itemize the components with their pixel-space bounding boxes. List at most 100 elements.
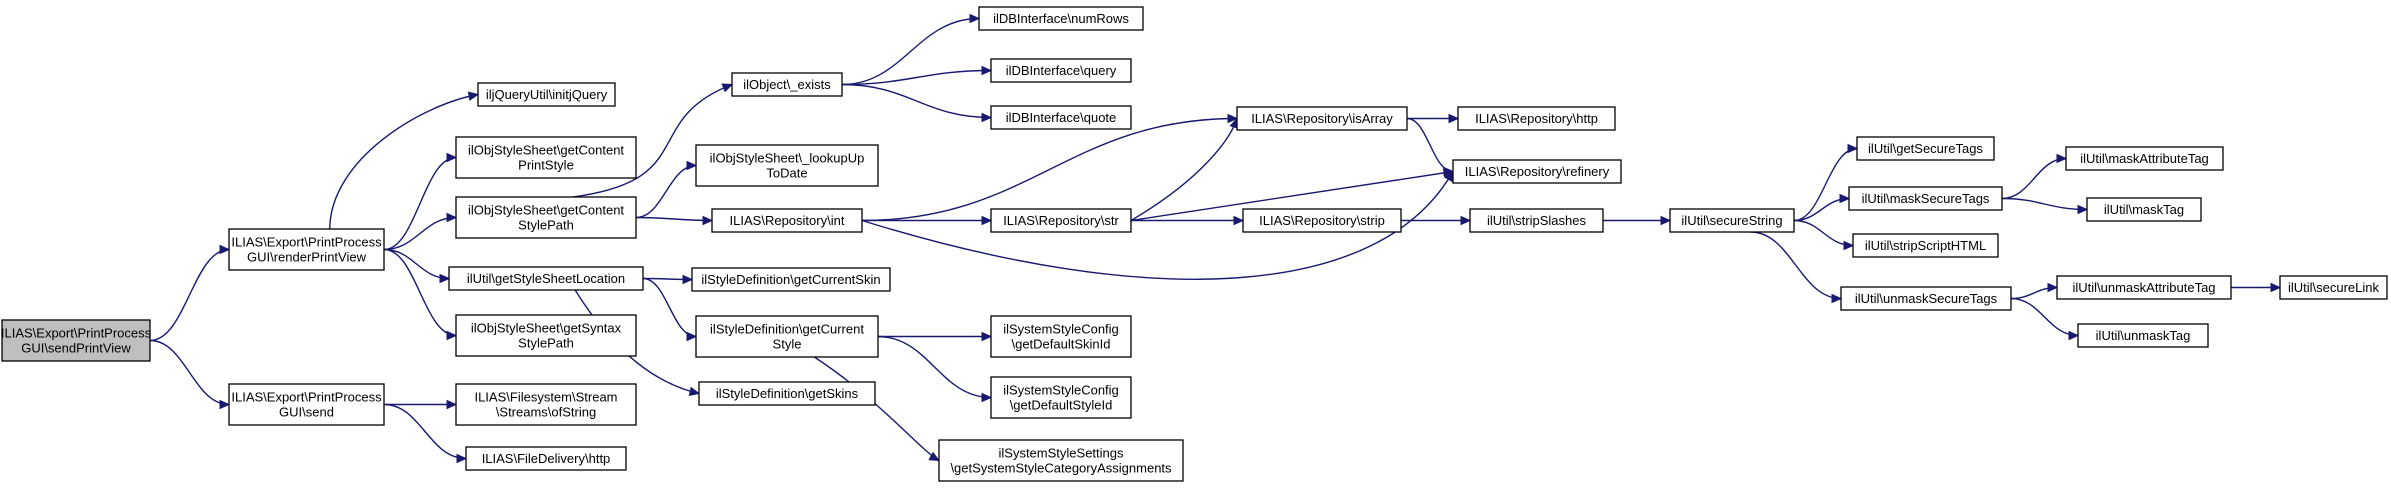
arrowhead — [467, 91, 480, 101]
node-label: ILIAS\Repository\strip — [1259, 213, 1385, 228]
node-label: ILIAS\FileDelivery\http — [482, 451, 611, 466]
node-box — [2065, 146, 2224, 171]
node-label: ilUtil\maskAttributeTag — [2080, 151, 2209, 166]
node-label: ilObjStyleSheet\getContent — [468, 143, 624, 158]
node-label: GUI\send — [279, 405, 334, 420]
node-repo-strip[interactable]: ILIAS\Repository\strip — [1242, 208, 1402, 233]
node-strip-slashes[interactable]: ilUtil\stripSlashes — [1469, 208, 1604, 233]
edge-repoStrip-to-stripSlashes — [1401, 215, 1472, 226]
arrowhead — [2270, 282, 2282, 293]
node-get-style-sheet-location[interactable]: ilUtil\getStyleSheetLocation — [448, 266, 644, 291]
node-quote[interactable]: ilDBInterface\quote — [990, 105, 1132, 130]
arrowhead — [1448, 113, 1460, 124]
node-repo-http[interactable]: ILIAS\Repository\http — [1457, 106, 1616, 131]
node-render-print-view[interactable]: ILIAS\Export\PrintProcessGUI\renderPrint… — [228, 228, 385, 271]
edge-line — [2001, 197, 2088, 211]
node-get-secure-tags[interactable]: ilUtil\getSecureTags — [1856, 136, 1995, 161]
node-label: \getDefaultStyleId — [1010, 398, 1113, 413]
edge-line — [1750, 231, 1842, 300]
edge-maskSecureTags-to-maskAttributeTag — [2001, 153, 2068, 200]
node-secure-string[interactable]: ilUtil\secureString — [1669, 208, 1795, 233]
node-label: Style — [773, 337, 802, 352]
node-exists[interactable]: ilObject\_exists — [731, 72, 843, 97]
node-box — [938, 439, 1184, 482]
edge-line — [2001, 157, 2067, 200]
node-query[interactable]: ilDBInterface\query — [990, 58, 1132, 83]
edge-line — [329, 93, 479, 230]
node-label: ilObjStyleSheet\_lookupUp — [710, 151, 865, 166]
node-get-default-style-id[interactable]: ilSystemStyleConfig\getDefaultStyleId — [990, 376, 1132, 419]
node-label: GUI\sendPrintView — [21, 341, 131, 356]
node-initj-query[interactable]: iljQueryUtil\initjQuery — [477, 82, 616, 107]
node-unmask-secure-tags[interactable]: ilUtil\unmaskSecureTags — [1840, 286, 2012, 311]
node-of-string[interactable]: ILIAS\Filesystem\Stream\Streams\ofString — [455, 383, 637, 426]
node-label: StylePath — [518, 218, 574, 233]
node-refinery[interactable]: ILIAS\Repository\refinery — [1452, 159, 1622, 184]
node-mask-tag[interactable]: ilUtil\maskTag — [2086, 197, 2202, 222]
node-label: ilDBInterface\query — [1006, 63, 1117, 78]
edge-line — [642, 277, 697, 338]
arrowhead — [1843, 240, 1855, 251]
edge-unmaskSecureTags-to-unmaskTag — [2010, 297, 2080, 341]
node-label: ilStyleDefinition\getCurrent — [710, 322, 864, 337]
edge-secureString-to-getSecureTags — [1793, 143, 1859, 222]
node-label: ilUtil\unmaskAttributeTag — [2072, 280, 2215, 295]
edge-line — [383, 216, 457, 251]
node-label: ilSystemStyleSettings — [999, 446, 1124, 461]
node-box — [228, 228, 385, 271]
node-repo-int[interactable]: ILIAS\Repository\int — [711, 208, 863, 233]
node-secure-link[interactable]: ilUtil\secureLink — [2279, 275, 2388, 300]
node-label: ILIAS\Export\PrintProcess — [1, 326, 152, 341]
arrowhead — [446, 152, 458, 163]
node-mask-attribute-tag[interactable]: ilUtil\maskAttributeTag — [2065, 146, 2224, 171]
edge-line — [1793, 147, 1858, 222]
node-unmask-tag[interactable]: ilUtil\unmaskTag — [2077, 323, 2209, 348]
node-get-system-style-category-assignments[interactable]: ilSystemStyleSettings\getSystemStyleCate… — [938, 439, 1184, 482]
node-label: ilUtil\stripScriptHTML — [1865, 238, 1986, 253]
node-get-current-skin[interactable]: ilStyleDefinition\getCurrentSkin — [691, 267, 891, 292]
node-repo-str[interactable]: ILIAS\Repository\str — [990, 208, 1132, 233]
edge-line — [383, 248, 450, 280]
edge-line — [841, 69, 992, 86]
arrowhead — [1839, 193, 1851, 204]
arrowhead — [682, 274, 694, 285]
node-send-print-view[interactable]: ILIAS\Export\PrintProcessGUI\sendPrintVi… — [1, 319, 152, 362]
edge-send-to-ofString — [384, 399, 458, 410]
edge-exists-to-numRows — [841, 13, 981, 86]
edge-line — [813, 356, 940, 462]
node-box — [2056, 275, 2232, 300]
node-label: ilDBInterface\numRows — [993, 11, 1129, 26]
arrowhead — [981, 112, 993, 123]
node-box — [691, 267, 891, 292]
node-unmask-attribute-tag[interactable]: ilUtil\unmaskAttributeTag — [2056, 275, 2232, 300]
node-strip-script-h-t-m-l[interactable]: ilUtil\stripScriptHTML — [1852, 233, 1999, 258]
node-label: ilUtil\getStyleSheetLocation — [467, 271, 625, 286]
edge-secureString-to-unmaskSecureTags — [1750, 231, 1843, 304]
node-label: ILIAS\Filesystem\Stream — [474, 390, 617, 405]
edge-line — [1130, 170, 1454, 222]
node-box — [1669, 208, 1795, 233]
node-label: ilUtil\maskSecureTags — [1862, 191, 1990, 206]
node-num-rows[interactable]: ilDBInterface\numRows — [978, 6, 1144, 31]
arrowhead — [2047, 282, 2059, 293]
node-label: ILIAS\Export\PrintProcess — [231, 235, 382, 250]
node-file-delivery-http[interactable]: ILIAS\FileDelivery\http — [465, 446, 627, 471]
node-mask-secure-tags[interactable]: ilUtil\maskSecureTags — [1848, 186, 2003, 211]
node-box — [990, 376, 1132, 419]
node-get-default-skin-id[interactable]: ilSystemStyleConfig\getDefaultSkinId — [990, 315, 1132, 358]
node-box — [731, 72, 843, 97]
node-label: ilUtil\maskTag — [2104, 202, 2184, 217]
node-box — [228, 383, 385, 426]
edge-line — [635, 216, 713, 222]
node-label: ilUtil\secureString — [1681, 213, 1782, 228]
node-get-skins[interactable]: ilStyleDefinition\getSkins — [698, 381, 876, 406]
node-is-array[interactable]: ILIAS\Repository\isArray — [1236, 106, 1408, 131]
edge-getStyleSheetLocation-to-getCurrentStyle — [642, 277, 698, 342]
